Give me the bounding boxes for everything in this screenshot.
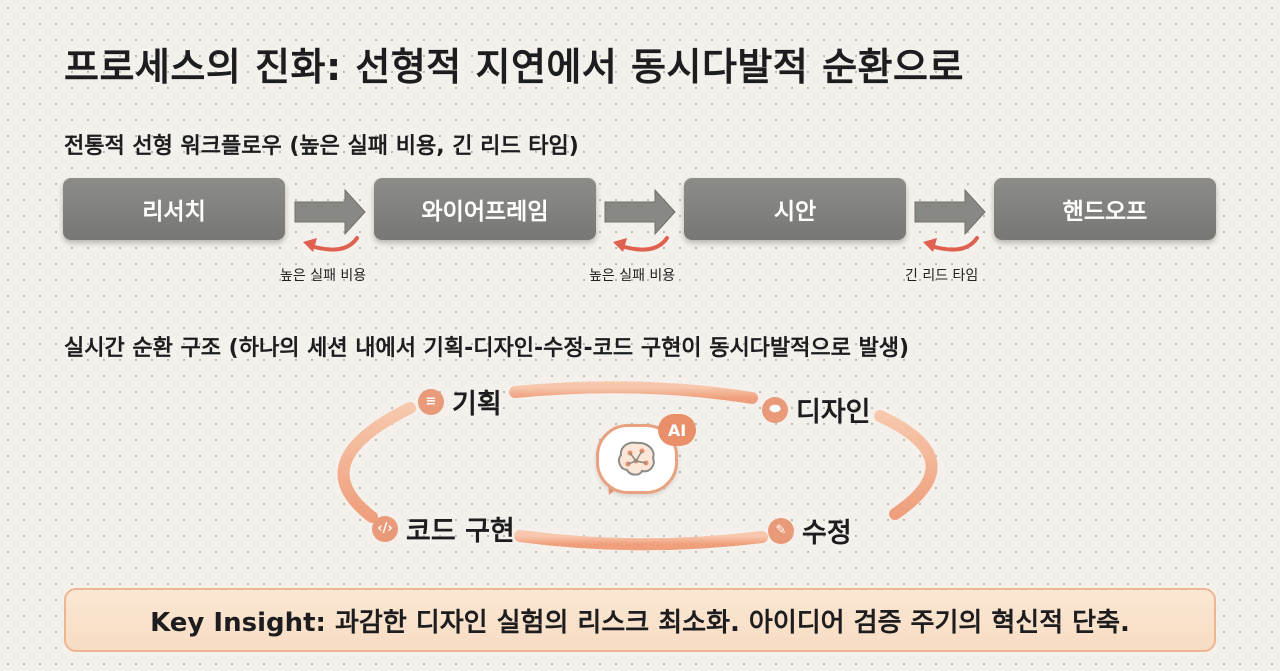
brain-chat-icon — [596, 424, 678, 494]
cycle-node-design: ⬬ 디자인 — [762, 390, 871, 429]
cycle-node-edit: ✎ 수정 — [768, 511, 852, 550]
feedback-note-2: 높은 실패 비용 — [589, 268, 676, 284]
stage-wireframe: 와이어프레임 — [374, 178, 596, 240]
page-title: 프로세스의 진화: 선형적 지연에서 동시다발적 순환으로 — [64, 45, 964, 89]
brain-icon — [618, 441, 655, 476]
linear-workflow-heading: 전통적 선형 워크플로우 (높은 실패 비용, 긴 리드 타임) — [64, 134, 579, 159]
code-icon: ‹/› — [372, 515, 398, 542]
forward-arrow-icon — [914, 188, 986, 236]
pen-icon: ✎ — [768, 517, 794, 544]
feedback-arrow-icon — [929, 236, 979, 252]
cycle-node-edit-label: 수정 — [802, 518, 852, 549]
feedback-note-3: 긴 리드 타임 — [905, 268, 979, 284]
feedback-arrow-icon — [309, 236, 359, 252]
flow-arrow-2 — [604, 188, 676, 252]
cycle-node-plan: ≡ 기획 — [418, 382, 502, 421]
cycle-heading: 실시간 순환 구조 (하나의 세션 내에서 기획-디자인-수정-코드 구현이 동… — [64, 336, 910, 361]
forward-arrow-icon — [604, 188, 676, 236]
forward-arrow-icon — [294, 188, 366, 236]
key-insight-banner: Key Insight: 과감한 디자인 실험의 리스크 최소화. 아이디어 검… — [64, 588, 1216, 652]
cycle-node-design-label: 디자인 — [796, 397, 871, 428]
cycle-node-plan-label: 기획 — [452, 389, 502, 420]
stage-handoff: 핸드오프 — [994, 178, 1216, 240]
pill-icon: ⬬ — [762, 396, 788, 423]
stage-research: 리서치 — [63, 178, 285, 240]
flow-arrow-1 — [294, 188, 366, 252]
ai-badge: AI — [658, 414, 696, 446]
cycle-node-code: ‹/› 코드 구현 — [372, 509, 515, 548]
list-icon: ≡ — [418, 388, 444, 415]
flow-arrow-3 — [914, 188, 986, 252]
feedback-arrow-icon — [619, 236, 669, 252]
cycle-node-code-label: 코드 구현 — [406, 516, 515, 547]
stage-mockup: 시안 — [684, 178, 906, 240]
feedback-note-1: 높은 실패 비용 — [280, 268, 367, 284]
